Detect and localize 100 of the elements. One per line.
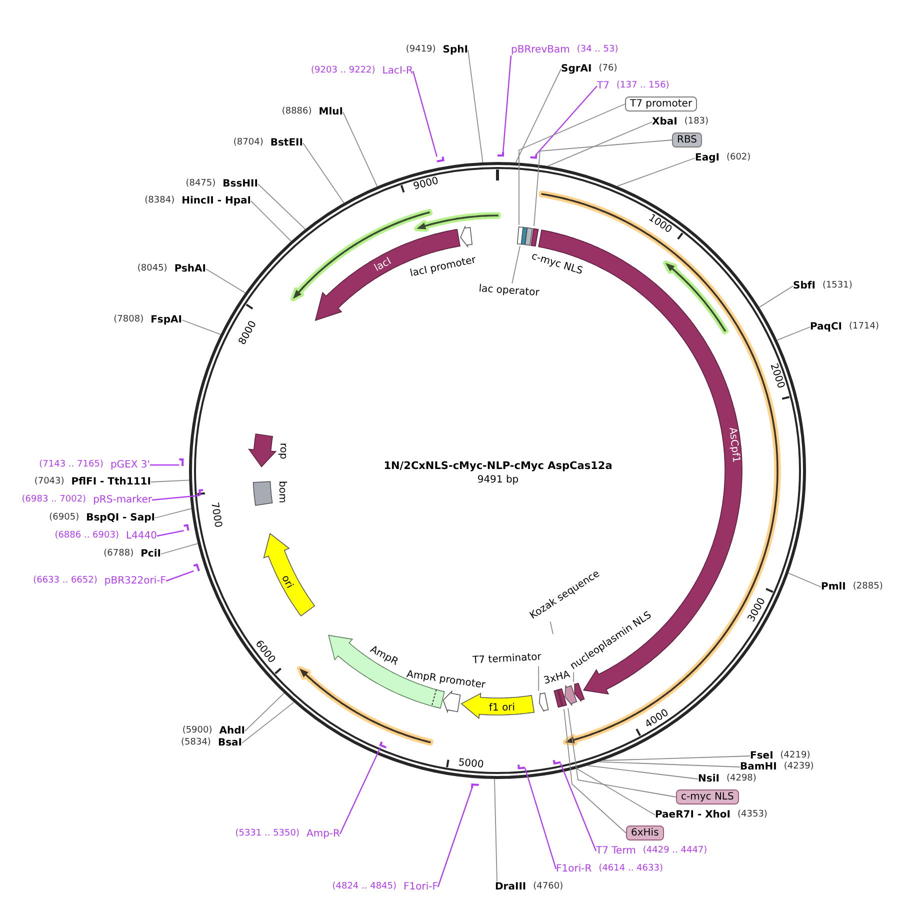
enzyme-name: XbaI (652, 116, 678, 128)
leader-line (150, 464, 180, 466)
feature-label: AmpR promoter (406, 669, 486, 691)
primer-name: F1ori-F (404, 882, 438, 892)
site-position: (1531) (822, 280, 852, 292)
enzyme-name: FseI (750, 750, 774, 762)
primer-name: T7 Term (596, 846, 636, 856)
primer-position: (34 .. 53) (576, 44, 618, 56)
feature-label: rop (278, 442, 288, 460)
leader-line (536, 86, 598, 155)
leader-line (182, 320, 222, 335)
site-position: (8384) (144, 196, 175, 206)
site-position: (4239) (784, 762, 814, 772)
primer-mark (184, 524, 190, 531)
primer-name: F1ori-R (556, 864, 592, 874)
primer-mark (498, 152, 504, 156)
leader-line (250, 200, 292, 242)
site-position: (8475) (186, 178, 216, 190)
enzyme-name: BsaI (218, 738, 242, 748)
enzyme-name: SphI (442, 44, 468, 56)
site-position: (7808) (114, 314, 144, 326)
feature-label: AsCpf1 (726, 426, 742, 464)
site-position: (4760) (533, 882, 564, 892)
site-position: (8886) (282, 106, 312, 118)
leader-line (518, 104, 626, 226)
plasmid-size: 9491 bp (477, 474, 519, 486)
site-position: (4219) (780, 750, 810, 762)
primer-position: (7143 .. 7165) (39, 460, 104, 470)
site-position: (7043) (34, 476, 64, 488)
site-position: (4353) (738, 810, 768, 820)
enzyme-name: BssHII (222, 178, 258, 190)
orf-arc (290, 208, 432, 302)
site-position: (183) (684, 116, 709, 128)
leader-line (339, 747, 381, 834)
leader-line (412, 70, 438, 157)
leader-line (616, 158, 696, 187)
tick-label: 7000 (208, 502, 224, 528)
leader-line (206, 268, 246, 294)
enzyme-name: PciI (140, 548, 161, 560)
enzyme-name: EagI (695, 152, 720, 164)
site-position: (6905) (49, 512, 80, 524)
tick-label: 2000 (768, 362, 786, 390)
feature-label: lac operator (478, 283, 540, 299)
primer-name: L4440 (126, 530, 157, 542)
leader-line (150, 480, 190, 482)
primer-mark (179, 458, 184, 466)
leader-line (302, 142, 344, 204)
leader-line (468, 50, 484, 163)
site-position: (6788) (104, 548, 134, 560)
enzyme-name: AhdI (219, 726, 245, 736)
tick-label: 9000 (412, 176, 440, 193)
primer-mark (436, 156, 444, 162)
feature-label: c-myc NLS (530, 251, 584, 277)
enzyme-name: PmlI (821, 582, 846, 592)
leader-line (538, 666, 540, 692)
orf-arc (414, 212, 501, 232)
enzyme-name: BamHI (740, 762, 777, 772)
leader-line (512, 246, 520, 284)
feature-tag: 6xHis (626, 826, 664, 840)
enzyme-name: MluI (318, 106, 343, 118)
leader-line (788, 572, 822, 588)
enzyme-name: HincII - HpaI (182, 196, 251, 206)
site-position: (2885) (852, 582, 883, 592)
feature-label: lacI (372, 256, 394, 274)
leader-line (568, 708, 676, 798)
leader-line (573, 672, 574, 682)
leader-line (758, 286, 794, 308)
site-position: (76) (598, 64, 618, 74)
site-position: (8704) (233, 138, 264, 148)
leader-line (494, 778, 498, 882)
site-position: (1714) (849, 322, 879, 332)
leader-line (258, 184, 306, 230)
leader-line (776, 326, 810, 341)
orf-arc (663, 260, 729, 334)
enzyme-name: FspAI (150, 314, 182, 326)
enzyme-name: PaqCI (810, 322, 842, 332)
primer-position: (5331 .. 5350) (235, 828, 300, 840)
primer-mark (193, 563, 200, 572)
feature-label: 3xHA (542, 669, 572, 687)
enzyme-name: BspQI - SapI (86, 512, 155, 524)
primer-name: pBR322ori-F (104, 576, 166, 586)
leader-line (560, 763, 597, 852)
primer-position: (4824 .. 4845) (332, 882, 397, 892)
leader-line (602, 756, 750, 761)
primer-mark (471, 783, 479, 788)
primer-name: pGEX 3' (110, 460, 150, 470)
site-position: (602) (726, 152, 751, 164)
leader-line (515, 68, 562, 163)
feature-tag: RBS (672, 132, 702, 148)
feature-tag: T7 promoter (625, 96, 698, 112)
enzyme-name: BstEII (270, 138, 303, 148)
orf-arc (297, 666, 434, 746)
feature-label: f1 ori (488, 702, 516, 714)
primer-name: pBRrevBam (511, 44, 570, 56)
leader-line (244, 692, 284, 732)
feature-tag: c-myc NLS (676, 790, 739, 804)
primer-mark (518, 764, 526, 770)
tick-label: 8000 (237, 318, 260, 346)
leader-line (587, 765, 698, 780)
site-position: (8045) (137, 264, 168, 274)
